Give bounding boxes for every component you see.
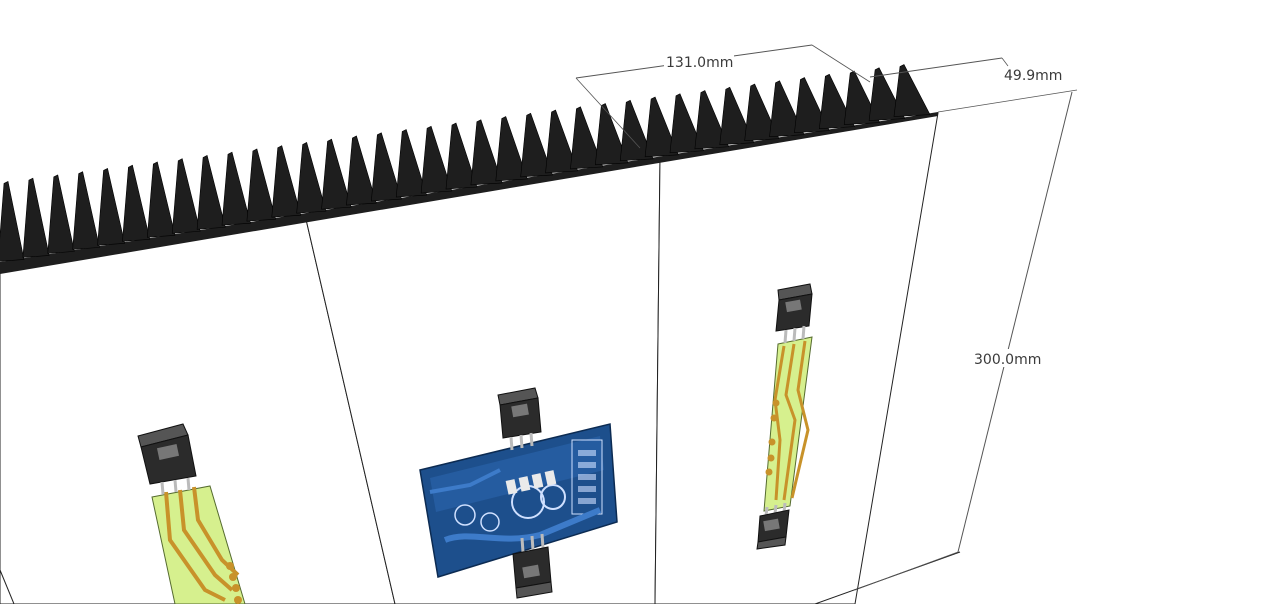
resistor xyxy=(505,479,518,495)
resistor xyxy=(531,473,544,489)
heatsink-fin xyxy=(371,132,402,202)
pcb-trace xyxy=(429,468,501,494)
dimension-depth[interactable]: 49.9mm xyxy=(869,57,1062,84)
component-pad xyxy=(578,498,596,504)
pcb-pad xyxy=(767,454,775,462)
heatsink-fin xyxy=(97,168,126,246)
pcb-pad xyxy=(229,573,237,581)
component-pad xyxy=(578,450,596,456)
heatsink-fin xyxy=(221,151,251,226)
heatsink-fin xyxy=(0,180,25,262)
heatsink-fin xyxy=(47,174,75,254)
heatsink-fin xyxy=(271,145,302,218)
pcb-pad xyxy=(772,399,780,407)
pcb-trace xyxy=(773,345,786,501)
transistor-left-top[interactable] xyxy=(137,423,197,495)
pcb-pad xyxy=(234,596,242,604)
pcb-pad xyxy=(770,414,778,422)
heatsink-fin xyxy=(893,64,931,117)
pcb-pad xyxy=(768,438,776,446)
heatsink-fin xyxy=(445,122,478,190)
heatsink-fin xyxy=(122,164,151,242)
pcb-trace xyxy=(790,340,810,499)
heatsink-fin xyxy=(171,158,201,234)
dimension-height[interactable]: 300.0mm xyxy=(854,89,1078,591)
capacitor xyxy=(454,504,476,526)
heatsink-fin xyxy=(669,93,704,154)
dimension-width[interactable]: 131.0mm xyxy=(575,44,871,149)
heatsink-fin xyxy=(72,171,100,250)
transistor-middle-bottom[interactable] xyxy=(512,533,553,599)
pcb-strip-right[interactable] xyxy=(763,336,813,512)
pcb-trace xyxy=(178,489,234,592)
heatsink-fin xyxy=(570,106,604,170)
capacitor xyxy=(540,484,566,510)
pcb-trace xyxy=(443,507,602,543)
heatsink-fin xyxy=(619,99,654,162)
dimension-height-label: 300.0mm xyxy=(974,352,1041,368)
pcb-blue-board[interactable] xyxy=(419,423,618,578)
pcb-board xyxy=(151,485,246,604)
heatsink-fin xyxy=(22,177,50,258)
resistor xyxy=(518,476,531,492)
transistor-right-bottom[interactable] xyxy=(756,502,790,550)
component-pad xyxy=(578,462,596,468)
heatsink-fin xyxy=(694,90,730,150)
heatsink-fin xyxy=(346,135,377,206)
heatsink-fins xyxy=(0,64,931,262)
heatsink-fin xyxy=(321,138,352,210)
pcb-copper-area xyxy=(430,436,604,512)
pcb-trace xyxy=(164,491,226,602)
heatsink-fin xyxy=(594,103,629,166)
transistor-right-top[interactable] xyxy=(775,283,813,344)
capacitor xyxy=(480,512,500,532)
heatsink-fin xyxy=(395,129,428,198)
component-pad xyxy=(578,486,596,492)
resistor xyxy=(544,470,557,486)
pcb-strip-left[interactable] xyxy=(151,485,246,604)
pcb-pad xyxy=(232,584,240,592)
heatsink-fin xyxy=(246,148,277,222)
pcb-pad xyxy=(765,468,773,476)
heatsink-fin xyxy=(545,109,579,174)
heatsink-base xyxy=(0,112,938,274)
heatsink-fin xyxy=(719,86,755,146)
heatsink-fin xyxy=(296,142,327,214)
component-pad xyxy=(578,474,596,480)
dimension-width-label: 131.0mm xyxy=(666,55,733,71)
heatsink-fin xyxy=(470,119,503,186)
heatsink-fin xyxy=(196,155,226,230)
heatsink-fin xyxy=(147,161,176,238)
heatsink-fin xyxy=(520,112,553,178)
dimension-depth-label: 49.9mm xyxy=(1004,68,1062,84)
panel-corner-edge-left xyxy=(0,569,15,604)
heatsink-fin xyxy=(644,96,679,158)
pcb-pad xyxy=(226,562,234,570)
heatsink-fin xyxy=(420,125,453,194)
heatsink-fin xyxy=(495,116,528,182)
transistor-middle-top[interactable] xyxy=(497,387,542,451)
pcb-trace xyxy=(782,343,797,501)
